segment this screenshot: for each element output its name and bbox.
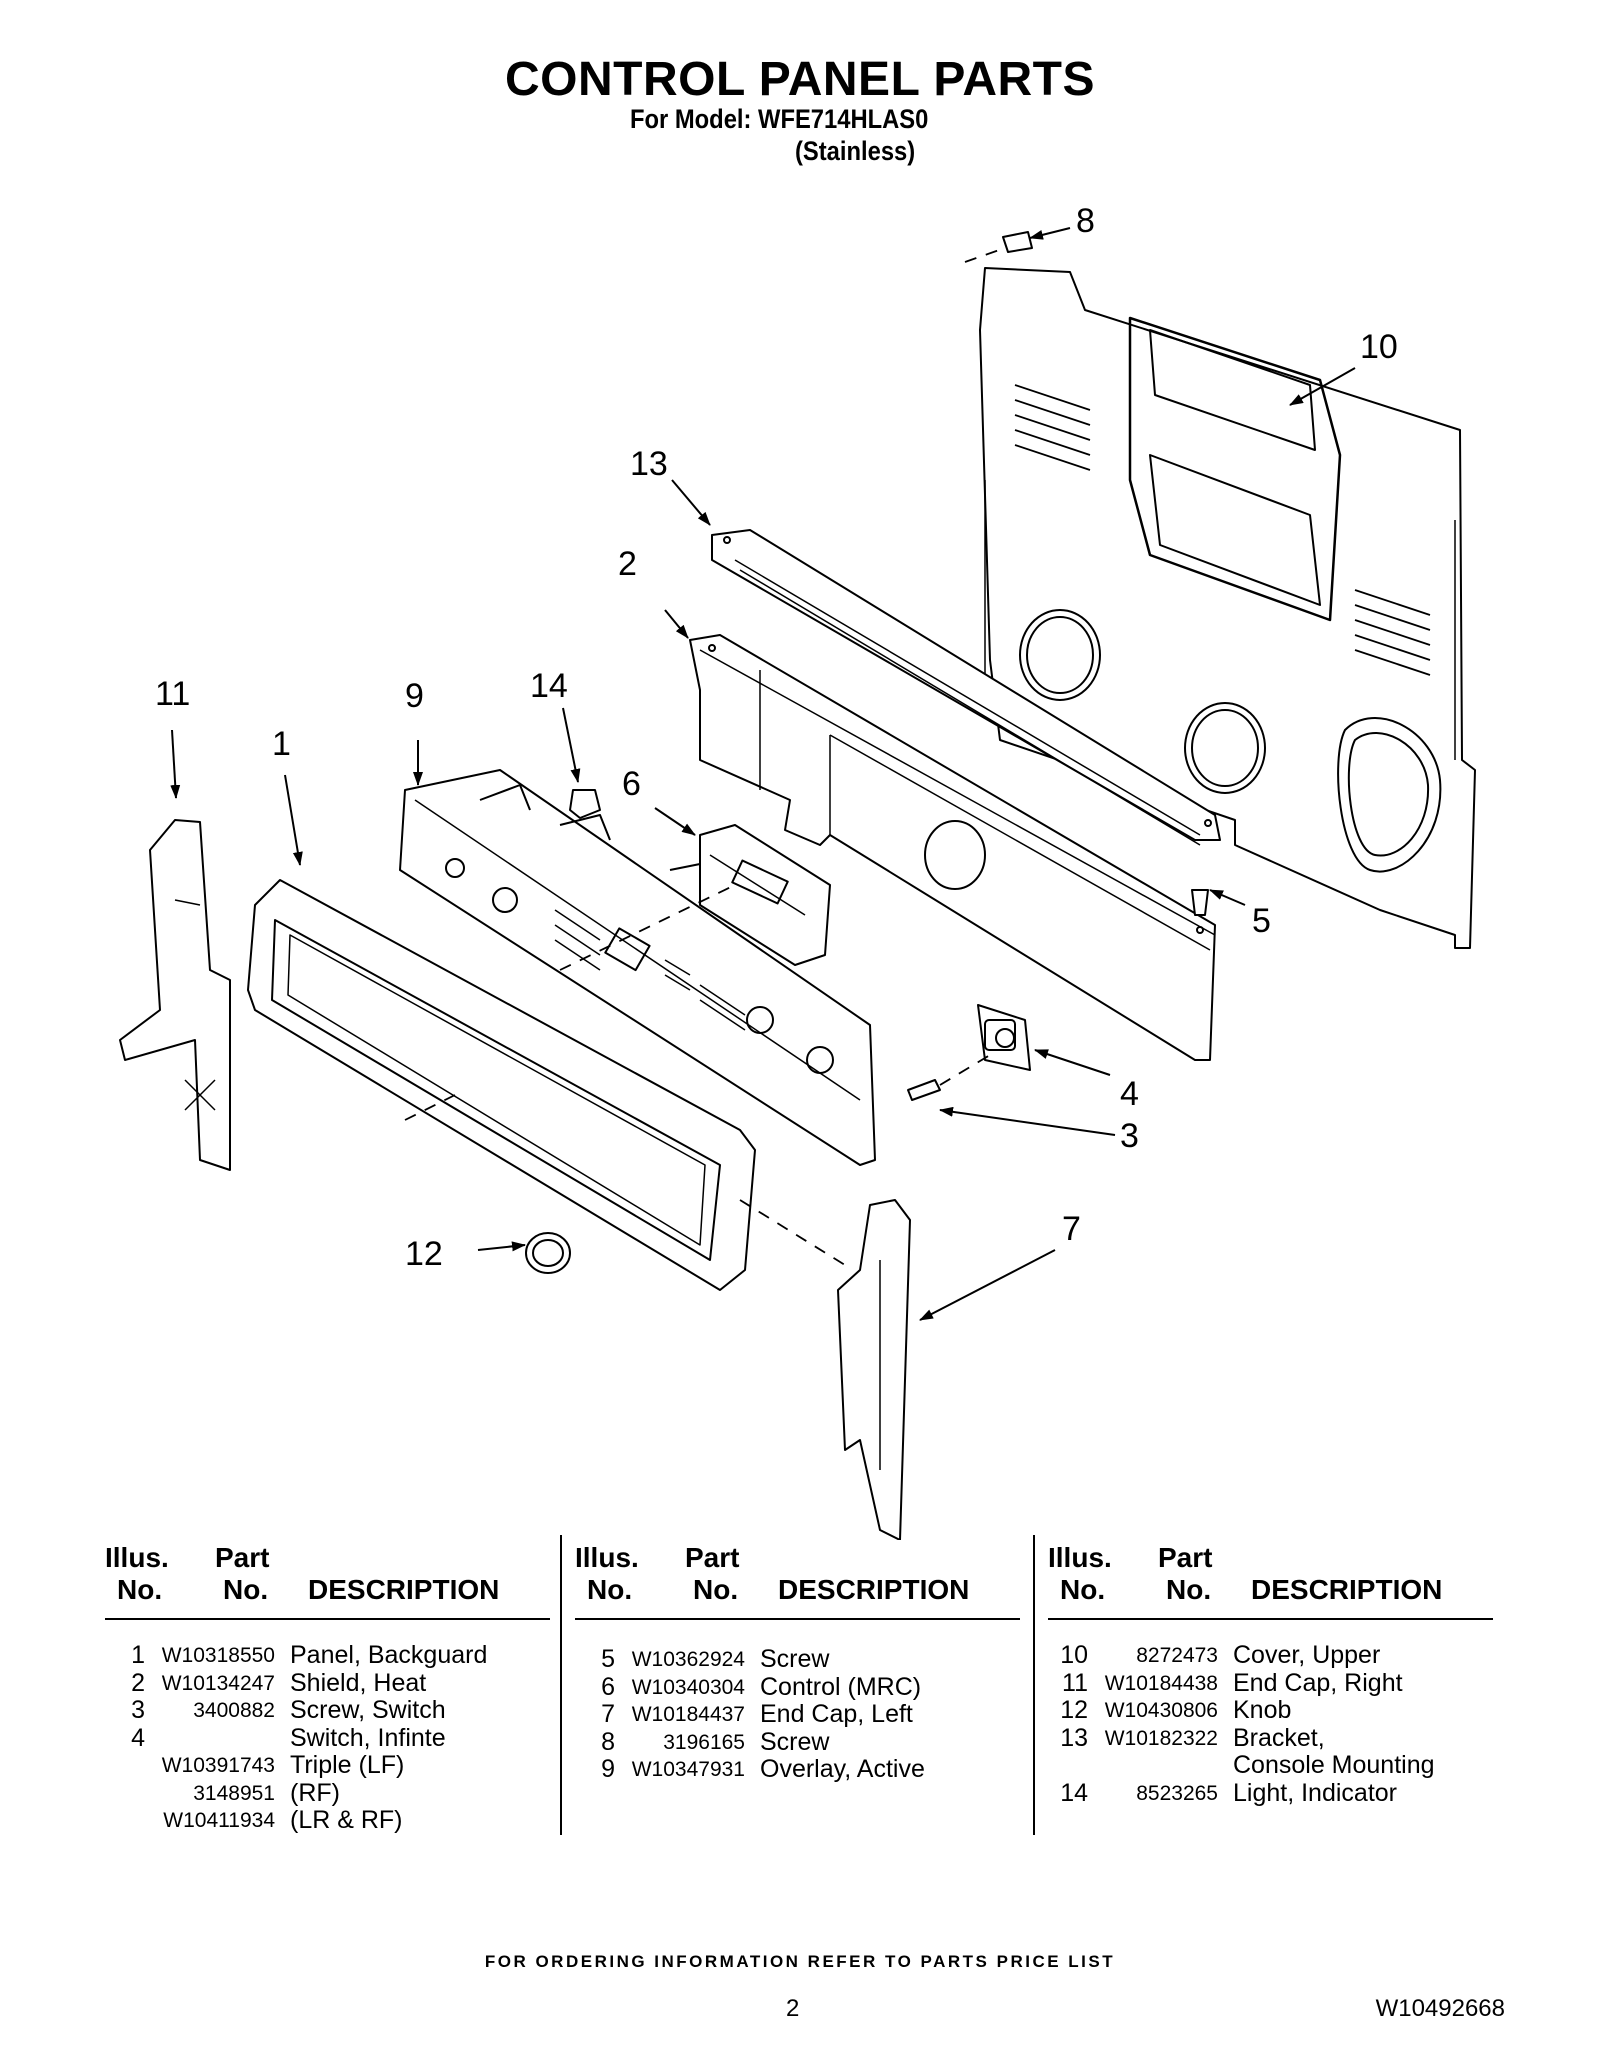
end-cap-right-part-11 xyxy=(119,819,231,1171)
callout-10: 10 xyxy=(1360,328,1398,366)
exploded-parts-diagram: 1 2 3 4 5 6 7 8 9 10 11 12 13 14 xyxy=(119,202,1476,1540)
description-header: DESCRIPTION xyxy=(778,1574,970,1605)
table-header: Illus. No. Part No. DESCRIPTION xyxy=(1048,1530,1493,1620)
page-title: CONTROL PANEL PARTS xyxy=(505,53,1095,106)
model-line: For Model: WFE714HLAS0 xyxy=(630,104,929,134)
table-row: W10411934(LR & RF) xyxy=(163,1806,403,1834)
screw-part-3 xyxy=(907,1079,941,1101)
column-divider xyxy=(1033,1535,1035,1835)
callout-4: 4 xyxy=(1120,1075,1139,1113)
screw-part-8 xyxy=(1002,231,1033,253)
illus-header-line1: Illus. xyxy=(105,1542,169,1573)
column-divider xyxy=(560,1535,562,1835)
part-header-line2: No. xyxy=(223,1574,269,1605)
callout-1: 1 xyxy=(272,725,291,763)
console-bracket-part-13 xyxy=(711,529,1221,846)
part-header-line1: Part xyxy=(685,1542,740,1573)
callout-12: 12 xyxy=(405,1235,443,1273)
illus-header-line1: Illus. xyxy=(1048,1542,1112,1573)
callout-8: 8 xyxy=(1076,202,1095,240)
illus-header-line2: No. xyxy=(587,1574,633,1605)
part-header-line1: Part xyxy=(215,1542,270,1573)
callout-11: 11 xyxy=(155,675,190,713)
control-board-part-6 xyxy=(699,824,831,966)
indicator-light-part-14 xyxy=(569,789,601,819)
description-header: DESCRIPTION xyxy=(308,1574,500,1605)
table-header: Illus. No. Part No. DESCRIPTION xyxy=(575,1530,1020,1620)
table-row: 3148951(RF) xyxy=(193,1778,340,1807)
callout-13: 13 xyxy=(630,445,668,483)
table-header: Illus. No. Part No. DESCRIPTION xyxy=(105,1530,550,1620)
callout-14: 14 xyxy=(530,667,568,705)
heat-shield-part-2 xyxy=(689,634,1216,1061)
part-header-line2: No. xyxy=(693,1574,739,1605)
page-number: 2 xyxy=(786,1995,800,2022)
document-number: W10492668 xyxy=(1375,1995,1505,2022)
ordering-note: FOR ORDERING INFORMATION REFER TO PARTS … xyxy=(484,1952,1116,1971)
illus-header-line2: No. xyxy=(117,1574,163,1605)
callout-6: 6 xyxy=(622,765,641,803)
callout-9: 9 xyxy=(405,677,424,715)
callout-2: 2 xyxy=(618,545,637,583)
table-row: Console Mounting xyxy=(1233,1751,1435,1779)
callout-3: 3 xyxy=(1120,1117,1139,1155)
illus-header-line1: Illus. xyxy=(575,1542,639,1573)
callout-7: 7 xyxy=(1062,1210,1081,1248)
part-header-line2: No. xyxy=(1166,1574,1212,1605)
callout-5: 5 xyxy=(1252,902,1271,940)
description-header: DESCRIPTION xyxy=(1251,1574,1443,1605)
screw-part-5 xyxy=(1191,889,1209,916)
illus-header-line2: No. xyxy=(1060,1574,1106,1605)
backguard-panel-part-1 xyxy=(247,879,756,1291)
end-cap-left-part-7 xyxy=(837,1199,911,1540)
knob-part-12 xyxy=(525,1232,571,1274)
finish-line: (Stainless) xyxy=(795,136,916,166)
infinite-switch-part-4 xyxy=(977,1004,1031,1071)
part-header-line1: Part xyxy=(1158,1542,1213,1573)
